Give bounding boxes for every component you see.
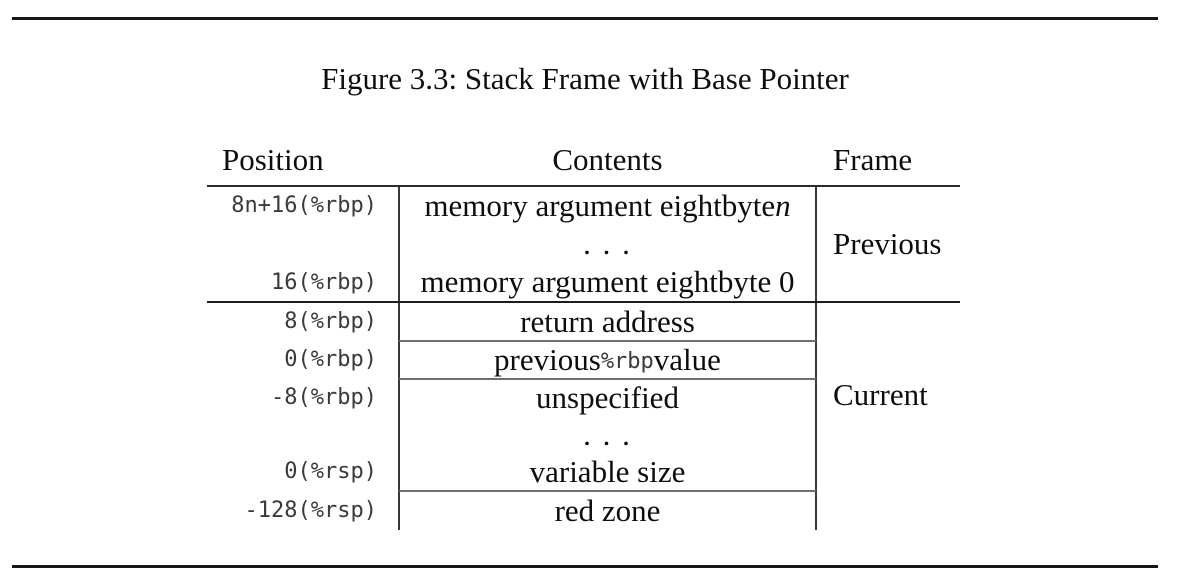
position-cell [207,416,398,453]
table-row: -128(%rsp) red zone [207,490,960,530]
column-header-contents: Contents [552,142,663,177]
position-cell: -8(%rbp) [271,384,377,410]
math-variable: n [775,187,791,223]
table-row: . . . [207,416,960,453]
table-row: 8n+16(%rbp) memory argument eightbyte n [207,187,960,224]
contents-text: return address [520,303,695,339]
position-cell: -128(%rsp) [244,497,377,523]
column-header-position: Position [222,142,324,177]
position-cell: 0(%rsp) [284,459,377,484]
frame-label-current: Current [833,377,928,412]
table-row: 8(%rbp) return address [207,303,960,340]
position-cell [207,224,398,263]
contents-cell: memory argument eightbyte n [398,187,817,224]
contents-cell: . . . [398,416,817,453]
ellipsis-text: . . . [583,225,632,261]
frame-cell [817,416,960,453]
position-cell: 8n+16(%rbp) [231,193,377,218]
table-row: 0(%rsp) variable size [207,453,960,490]
frame-cell [817,303,960,340]
contents-text: value [653,342,721,377]
contents-cell: memory argument eightbyte 0 [398,263,817,301]
position-cell: 0(%rbp) [284,346,377,372]
bottom-page-rule [12,565,1158,568]
contents-cell: unspecified [398,378,817,416]
contents-text: unspecified [536,380,679,415]
ellipsis-text: . . . [583,416,632,452]
table-row: 0(%rbp) previous %rbp value [207,340,960,378]
contents-text: variable size [529,453,686,489]
frame-cell [817,490,960,530]
figure-caption: Figure 3.3: Stack Frame with Base Pointe… [321,61,849,96]
column-header-frame: Frame [833,142,913,177]
section-divider-rule [207,301,960,303]
contents-text: memory argument eightbyte 0 [420,264,795,299]
table-row: -8(%rbp) unspecified [207,378,960,416]
frame-cell [817,340,960,378]
position-cell: 8(%rbp) [284,309,377,334]
table-row: 16(%rbp) memory argument eightbyte 0 [207,263,960,301]
stack-frame-table: Position Contents Frame 8n+16(%rbp) memo… [207,132,960,530]
contents-cell: . . . [398,224,817,263]
contents-text: red zone [554,493,661,528]
frame-cell [817,453,960,490]
frame-label-previous: Previous [833,226,942,261]
contents-text: previous [494,342,601,377]
inline-register-code: %rbp [600,348,654,374]
table-row: . . . [207,224,960,263]
contents-cell: variable size [398,453,817,490]
position-cell: 16(%rbp) [271,269,377,295]
table-body: 8n+16(%rbp) memory argument eightbyte n … [207,187,960,530]
contents-cell: previous %rbp value [398,340,817,378]
contents-cell: return address [398,303,817,340]
table-header-row: Position Contents Frame [207,132,960,185]
header-rule [207,185,960,187]
contents-text: memory argument eightbyte [424,187,776,223]
contents-cell: red zone [398,490,817,530]
top-page-rule [12,17,1158,20]
